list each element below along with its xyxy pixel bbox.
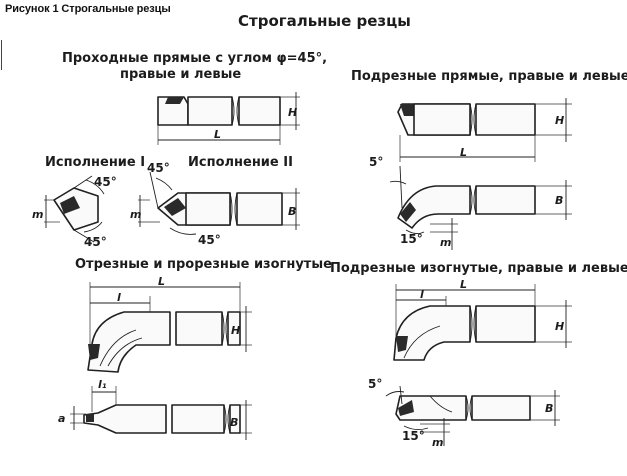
dim-m-v2: m <box>130 208 141 221</box>
angle-15-undercut-bent: 15° <box>402 429 425 443</box>
dim-B-v2: B <box>288 205 296 218</box>
dim-L-cutoff: L <box>158 275 165 288</box>
dim-B-undercut-bent: B <box>545 402 553 415</box>
cutoff-bent-title: Отрезные и прорезные изогнутые <box>75 257 332 272</box>
undercut-straight-side-view <box>397 98 572 162</box>
variant-2-top-view <box>138 171 300 235</box>
angle-45-v2-bottom: 45° <box>198 233 221 247</box>
dim-H-cutoff: H <box>231 324 240 337</box>
undercut-straight-top-view <box>389 165 572 250</box>
dim-m-v1: m <box>32 208 43 221</box>
angle-5-undercut-straight: 5° <box>369 155 383 169</box>
dim-H-undercut-bent: H <box>555 320 564 333</box>
dim-H-straight: H <box>288 106 297 119</box>
straight-title-line1: Проходные прямые с углом φ=45°, <box>62 51 327 66</box>
dim-a-cutoff: a <box>58 412 65 425</box>
dim-L-undercut-bent: L <box>460 278 467 291</box>
dim-H-undercut-straight: H <box>555 114 564 127</box>
dim-L-straight: L <box>214 128 221 141</box>
straight-title-line2: правые и левые <box>120 67 241 82</box>
dim-l-cutoff: l <box>117 291 121 304</box>
straight-cutter-side-view <box>157 92 300 145</box>
angle-45-v1-top: 45° <box>94 175 117 189</box>
dim-B-cutoff: B <box>230 416 238 429</box>
dim-l-undercut-bent: l <box>420 288 424 301</box>
undercut-bent-side-view <box>393 284 572 361</box>
angle-5-undercut-bent: 5° <box>368 377 382 391</box>
dim-m-undercut-bent: m <box>432 436 443 449</box>
dim-m-undercut-straight: m <box>440 236 451 249</box>
undercut-bent-top-view <box>385 385 560 446</box>
angle-45-v1-bottom: 45° <box>84 235 107 249</box>
angle-45-v2-top: 45° <box>147 161 170 175</box>
dim-l1-cutoff: l₁ <box>98 378 107 391</box>
cutoff-bent-top-view <box>70 386 252 440</box>
dim-B-undercut-straight: B <box>555 194 563 207</box>
cutoff-bent-side-view <box>87 282 252 373</box>
variant-1-label: Исполнение I <box>45 155 145 170</box>
figure-caption: Рисунок 1 Строгальные резцы <box>5 3 171 15</box>
angle-15-undercut-straight: 15° <box>400 232 423 246</box>
variant-2-label: Исполнение II <box>188 155 293 170</box>
margin-bar <box>1 40 2 70</box>
dim-L-undercut-straight: L <box>460 146 467 159</box>
undercut-bent-title: Подрезные изогнутые, правые и левые <box>330 261 627 276</box>
figure-title: Строгальные резцы <box>238 12 411 30</box>
undercut-straight-title: Подрезные прямые, правые и левые <box>351 69 627 84</box>
variant-1-top-view <box>44 175 105 243</box>
